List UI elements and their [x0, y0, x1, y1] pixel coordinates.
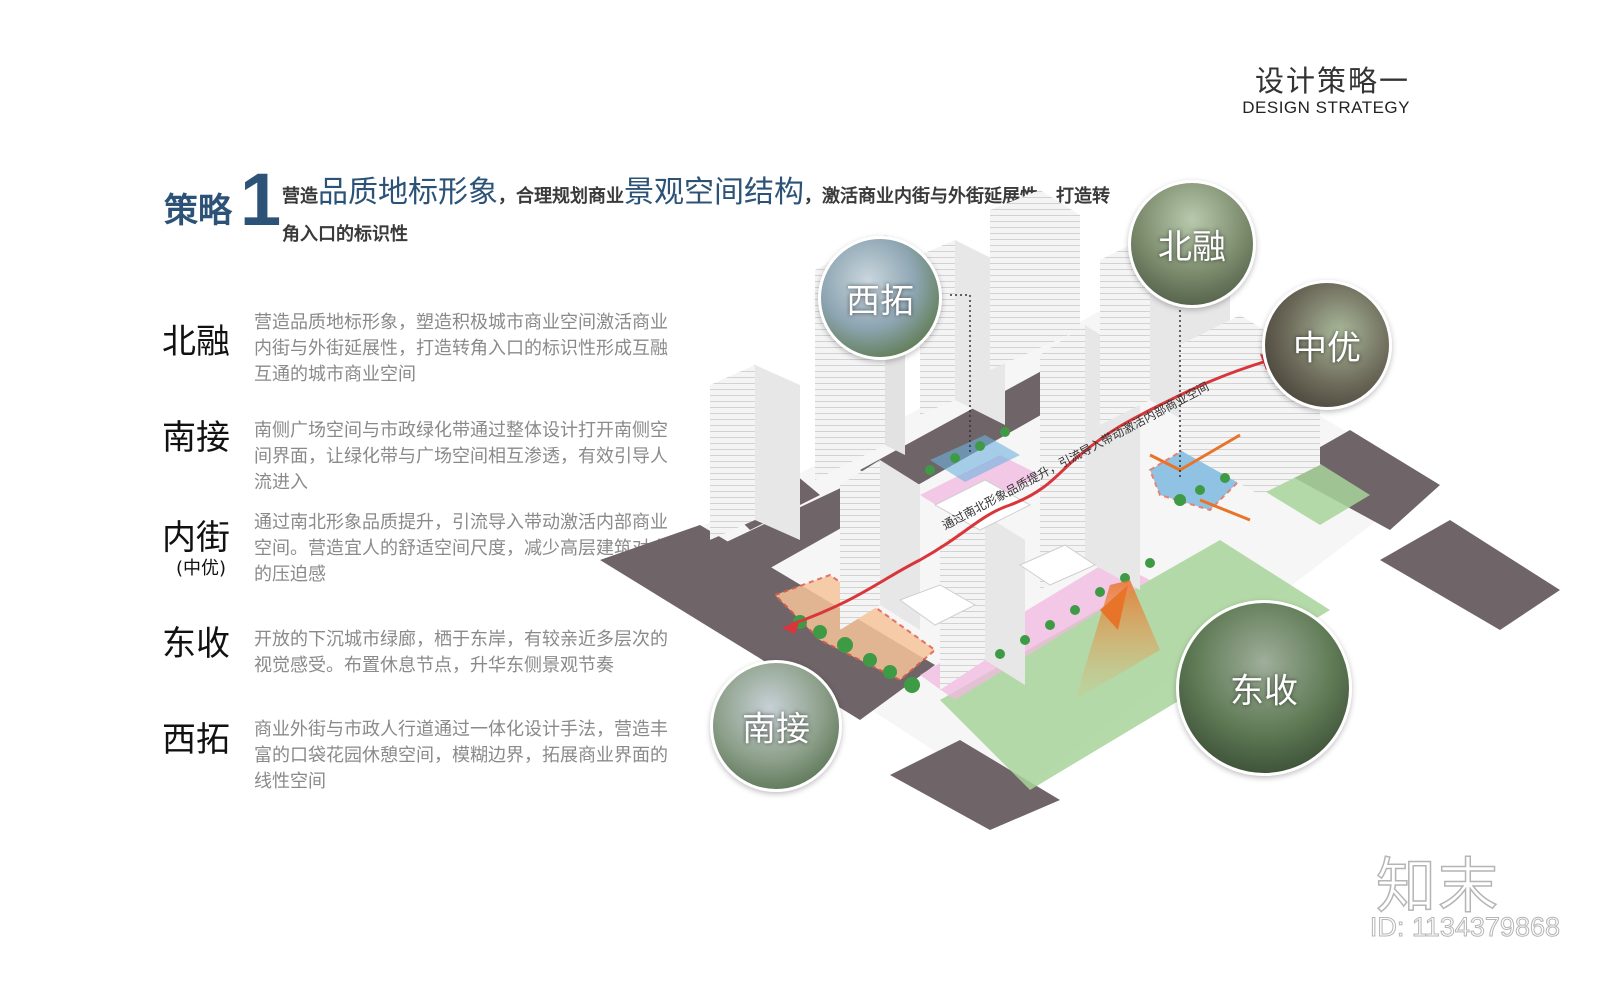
item-title-inner: 内街 — [162, 518, 230, 558]
lens-north: 北融 — [1128, 180, 1256, 308]
leader-line-west — [950, 294, 971, 455]
item-sub-inner: (中优) — [176, 558, 227, 579]
item-title-south: 南接 — [162, 418, 230, 458]
headline-part: 营造 — [282, 186, 318, 207]
east-arrows — [1149, 433, 1251, 522]
road-west — [600, 525, 935, 720]
lens-label-east: 东收 — [1230, 671, 1298, 712]
headline-part: ，合理规划商业 — [498, 186, 624, 207]
header-title-cn: 设计策略一 — [1254, 64, 1410, 98]
road-south-east — [1380, 520, 1560, 630]
south-entry-beam — [1075, 580, 1160, 700]
lens-east: 东收 — [1176, 600, 1352, 776]
header-block: 设计策略一 DESIGN STRATEGY — [1242, 64, 1410, 118]
zone-blue-north — [930, 435, 1020, 482]
header-title-en: DESIGN STRATEGY — [1242, 98, 1410, 117]
zone-orange-west — [773, 573, 937, 682]
item-desc-south: 南侧广场空间与市政绿化带通过整体设计打开南侧空间界面，让绿化带与广场空间相互渗透… — [254, 420, 668, 493]
strategy-label: 策略 — [164, 191, 232, 231]
trees — [793, 427, 1230, 693]
lens-center: 中优 — [1262, 280, 1392, 410]
flow-path — [789, 358, 1271, 627]
south-entry-arrowhead — [1100, 585, 1128, 630]
watermark-id: ID: 1134379868 — [1369, 912, 1560, 943]
lens-west: 西拓 — [818, 236, 942, 360]
item-title-north: 北融 — [162, 322, 230, 362]
lens-label-north: 北融 — [1158, 227, 1226, 268]
headline-highlight: 景观空间结构 — [624, 175, 804, 210]
green-belt-south — [940, 540, 1330, 790]
podium-blocks — [898, 479, 1097, 626]
headline-highlight: 品质地标形象 — [318, 175, 498, 210]
item-desc-north: 营造品质地标形象，塑造积极城市商业空间激活商业内街与外街延展性，打造转角入口的标… — [254, 312, 668, 385]
lens-south: 南接 — [710, 660, 842, 792]
tower-north-center — [990, 190, 1080, 370]
road-south — [890, 740, 1060, 830]
lens-label-center: 中优 — [1293, 328, 1361, 369]
flow-arrowhead-west — [782, 620, 800, 634]
tower-far-west — [710, 365, 800, 540]
item-desc-east: 开放的下沉城市绿廊，栖于东岸，有较亲近多层次的视觉感受。布置休息节点，升华东侧景… — [254, 629, 668, 676]
item-desc-inner: 通过南北形象品质提升，引流导入带动激活内部商业空间。营造宜人的舒适空间尺度，减少… — [254, 512, 668, 585]
lens-label-south: 南接 — [742, 709, 810, 750]
lens-label-west: 西拓 — [846, 281, 914, 322]
strategy-number: 1 — [240, 158, 282, 241]
item-title-west: 西拓 — [162, 720, 230, 760]
item-title-east: 东收 — [162, 624, 230, 664]
watermark-logo: 知末 — [1375, 851, 1500, 923]
item-desc-west: 商业外街与市政人行道通过一体化设计手法，营造丰富的口袋花园休憩空间，模糊边界，拓… — [254, 719, 668, 792]
